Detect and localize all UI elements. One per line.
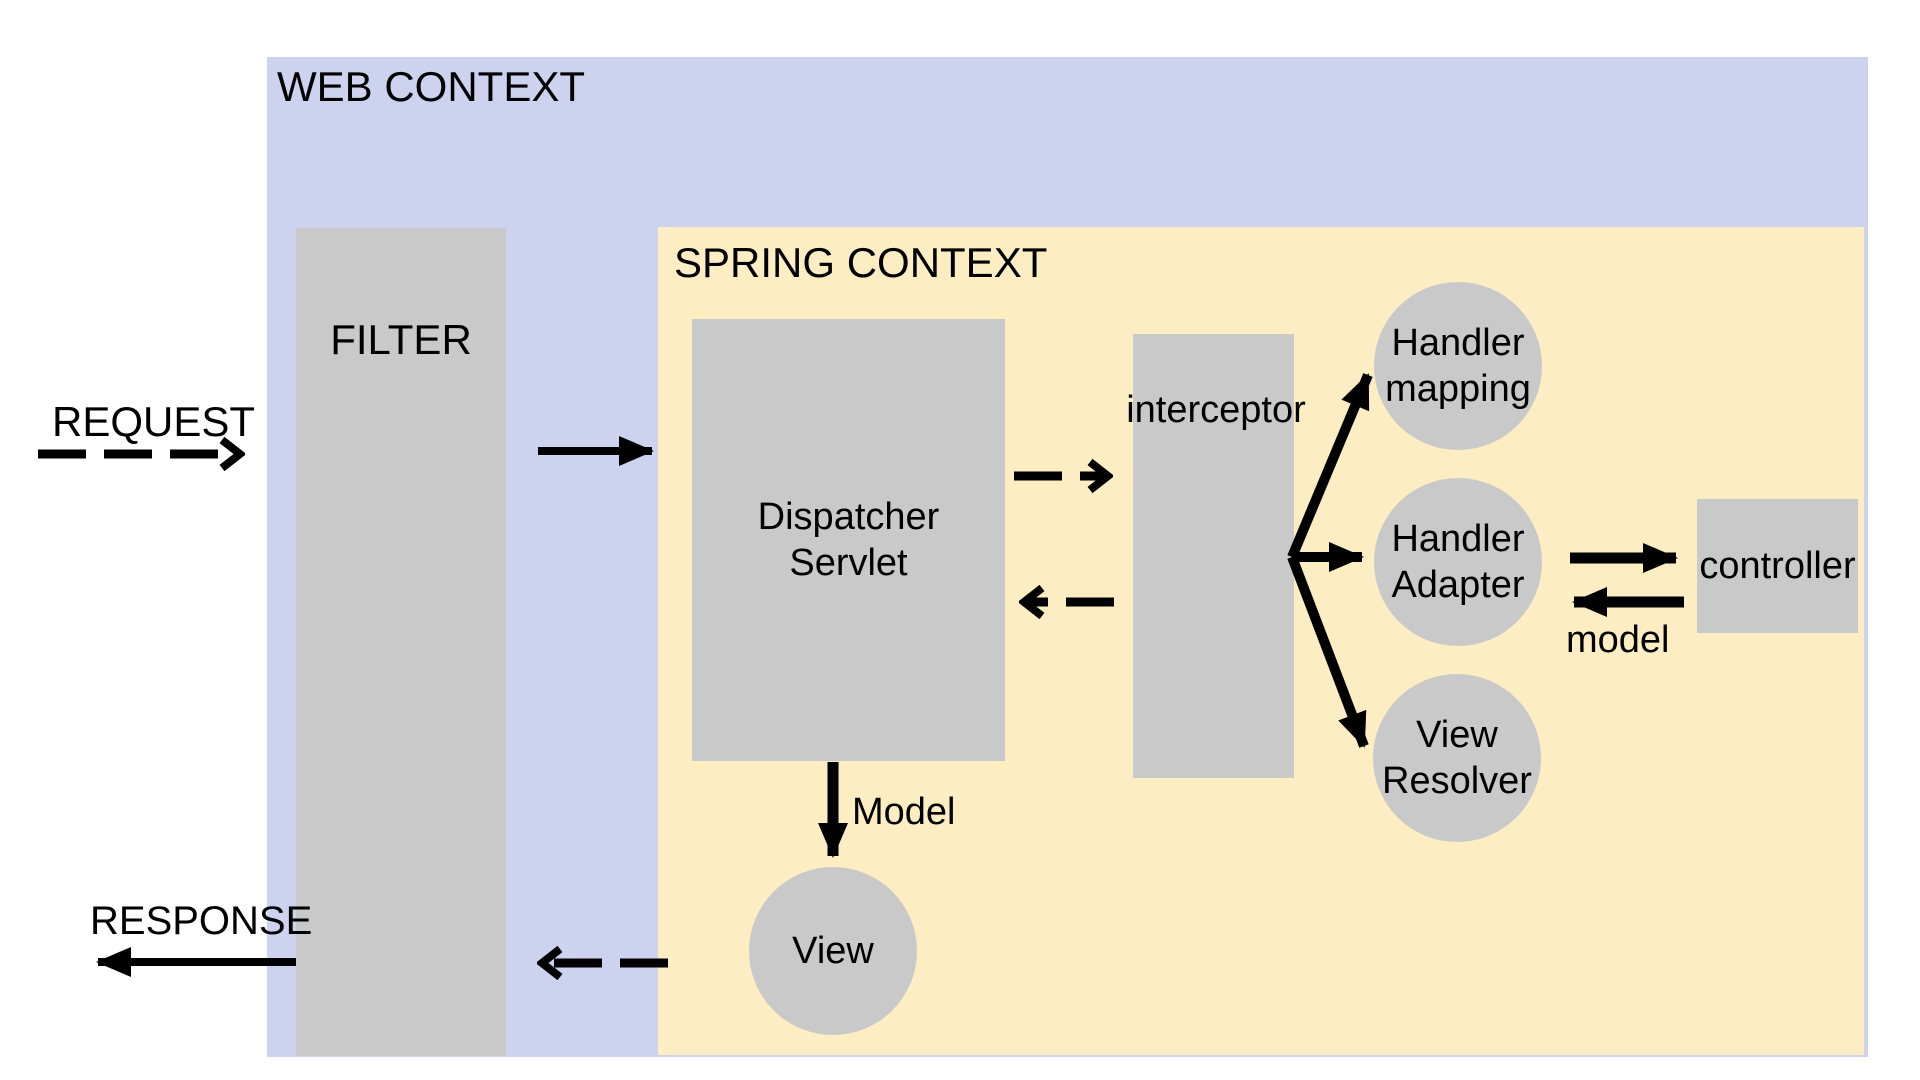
view-label: View [792,929,874,972]
handler-mapping-node: Handler mapping [1374,282,1542,450]
web-context-label: WEB CONTEXT [277,63,586,110]
controller-label: controller [1699,544,1856,587]
spring-context-label: SPRING CONTEXT [674,239,1048,286]
handler-adapter-label: Handler Adapter [1391,517,1525,606]
dispatcher-servlet-label: Dispatcher Servlet [757,495,940,584]
model-from-controller-label: model [1566,619,1670,661]
response-label: RESPONSE [90,899,313,943]
request-label: REQUEST [52,398,256,445]
dispatcher-servlet-node: Dispatcher Servlet [692,319,1005,761]
view-node: View [749,867,917,1035]
filter-node: FILTER [296,228,506,1056]
interceptor-node [1133,334,1294,778]
interceptor-label: interceptor [1126,389,1306,431]
handler-mapping-label: Handler mapping [1385,321,1531,410]
controller-node: controller [1697,499,1858,633]
model-to-view-label: Model [852,791,956,833]
view-resolver-label: View Resolver [1382,713,1532,802]
view-resolver-node: View Resolver [1373,674,1541,842]
handler-adapter-node: Handler Adapter [1374,478,1542,646]
filter-label: FILTER [330,316,472,363]
